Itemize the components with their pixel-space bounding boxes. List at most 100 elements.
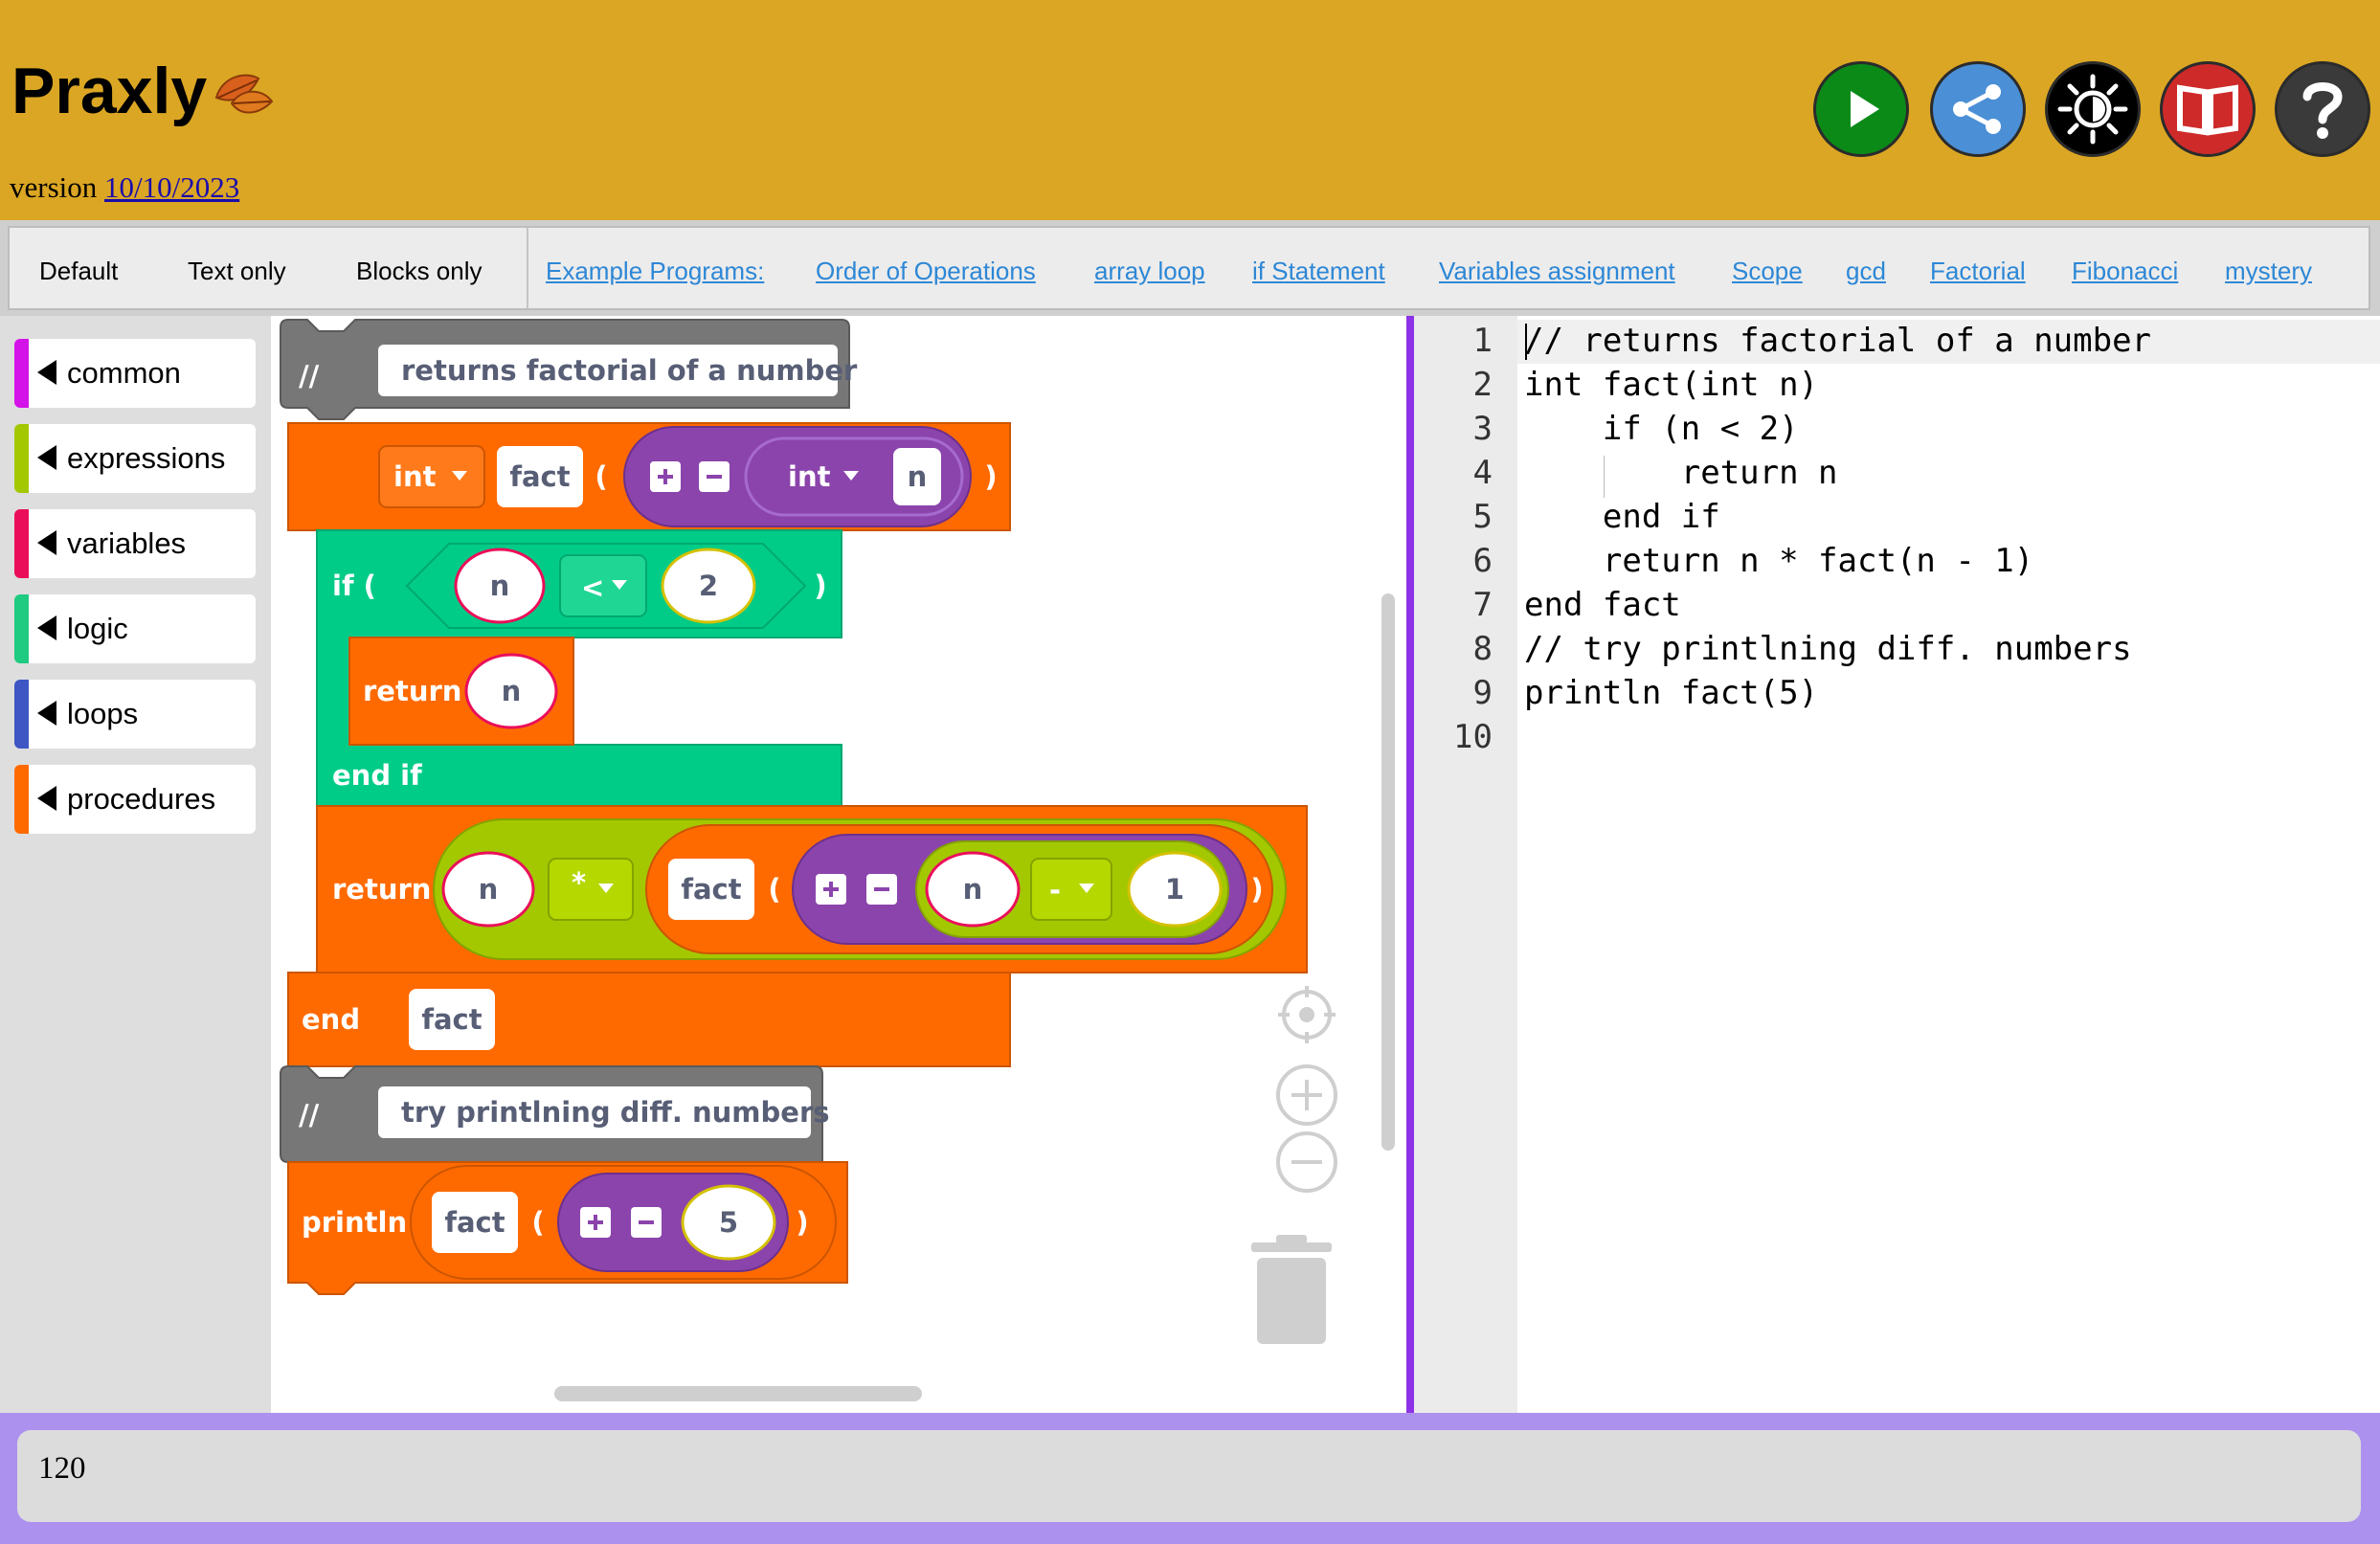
if-label: if ( <box>332 570 376 602</box>
toolbox-category-expressions[interactable]: expressions <box>14 424 256 493</box>
example-array-loop[interactable]: array loop <box>1094 257 1205 285</box>
example-factorial[interactable]: Factorial <box>1930 257 2026 285</box>
toolbox-category-variables[interactable]: variables <box>14 509 256 578</box>
example-mystery[interactable]: mystery <box>2225 257 2312 285</box>
share-button[interactable] <box>1930 61 2026 157</box>
category-color-bar <box>14 594 29 663</box>
variable-block[interactable] <box>454 548 546 624</box>
mode-default-button[interactable]: Default <box>39 257 119 285</box>
comment-block-2[interactable]: // try printlning diff. numbers <box>280 1065 830 1175</box>
category-color-bar <box>14 339 29 408</box>
example-variables-assignment[interactable]: Variables assignment <box>1439 257 1675 285</box>
example-gcd[interactable]: gcd <box>1846 257 1886 285</box>
end-if-label: end if <box>332 759 422 792</box>
variable-block[interactable] <box>441 851 535 928</box>
block-toolbox: common expressions variables logic loops… <box>0 316 271 1413</box>
category-label: procedures <box>67 782 216 816</box>
code-line[interactable]: end if <box>1524 498 1720 536</box>
trash-icon[interactable] <box>1251 1235 1332 1344</box>
mode-text-only-button[interactable]: Text only <box>188 257 286 285</box>
category-color-bar <box>14 680 29 749</box>
dropdown-arrow-icon <box>598 884 614 893</box>
theme-button[interactable] <box>2045 61 2141 157</box>
procedure-block[interactable]: int fact ( int n ) <box>287 422 1011 531</box>
variable-block[interactable] <box>464 653 558 729</box>
procedure-end[interactable]: end fact <box>287 972 1011 1067</box>
return-block[interactable]: return n <box>348 637 574 746</box>
code-line[interactable]: // try printlning diff. numbers <box>1524 630 2132 668</box>
plus-icon[interactable] <box>580 1207 611 1238</box>
operator-dropdown[interactable] <box>1030 858 1112 921</box>
code-line[interactable]: return n * fact(n - 1) <box>1524 542 2034 580</box>
toolbox-category-loops[interactable]: loops <box>14 680 256 749</box>
code-line[interactable]: return n <box>1524 454 1838 492</box>
panel-divider[interactable] <box>1406 316 1414 1413</box>
manual-button[interactable] <box>2160 61 2256 157</box>
code-line[interactable]: // returns factorial of a number <box>1524 322 2152 360</box>
example-order-of-operations[interactable]: Order of Operations <box>816 257 1036 285</box>
leaf-icon <box>214 74 274 114</box>
code-line[interactable]: if (n < 2) <box>1524 410 1799 448</box>
code-line[interactable]: println fact(5) <box>1524 674 1819 712</box>
variable-block[interactable] <box>925 851 1021 928</box>
run-button[interactable] <box>1813 61 1909 157</box>
blocks-workspace[interactable]: // returns factorial of a number int fac… <box>271 316 1406 1413</box>
literal-block[interactable] <box>661 548 756 624</box>
literal-block[interactable] <box>681 1184 776 1261</box>
horizontal-scrollbar[interactable] <box>554 1386 922 1401</box>
example-if-statement[interactable]: if Statement <box>1252 257 1385 285</box>
dropdown-arrow-icon <box>843 471 859 481</box>
println-block[interactable]: println fact ( 5 ) <box>287 1161 848 1295</box>
vertical-scrollbar[interactable] <box>1381 593 1395 1151</box>
multiply-var: n <box>479 873 499 906</box>
println-arg: 5 <box>719 1206 738 1239</box>
toolbox-category-logic[interactable]: logic <box>14 594 256 663</box>
category-label: variables <box>67 526 187 560</box>
end-name: fact <box>421 1003 482 1036</box>
target-icon[interactable] <box>1278 986 1336 1043</box>
plus-circle-icon[interactable] <box>1276 1064 1337 1126</box>
plus-icon[interactable] <box>816 874 846 905</box>
operator-dropdown[interactable] <box>559 554 647 617</box>
comment-text-field[interactable] <box>378 345 838 396</box>
open-paren: ( <box>531 1206 544 1239</box>
procedure-name-field[interactable] <box>497 446 583 507</box>
line-number: 4 <box>1472 454 1493 492</box>
comment-block-1[interactable]: // returns factorial of a number <box>280 319 858 420</box>
minus-icon[interactable] <box>631 1207 662 1238</box>
comment-text-field[interactable] <box>378 1086 811 1138</box>
return-type-dropdown[interactable] <box>378 445 485 508</box>
example-fibonacci[interactable]: Fibonacci <box>2072 257 2179 285</box>
param-name-field[interactable] <box>893 448 941 505</box>
call-name-field[interactable] <box>668 859 754 920</box>
call-name: fact <box>681 873 741 906</box>
collapse-arrow-icon <box>37 360 56 385</box>
toolbox-category-common[interactable]: common <box>14 339 256 408</box>
example-scope[interactable]: Scope <box>1732 257 1803 285</box>
call-name-field[interactable] <box>432 1192 518 1253</box>
end-name-field[interactable] <box>409 989 495 1050</box>
code-line[interactable]: end fact <box>1524 586 1681 624</box>
minus-icon[interactable] <box>866 874 897 905</box>
output-area: 120 <box>0 1413 2380 1544</box>
minus-circle-icon[interactable] <box>1276 1131 1337 1193</box>
example-programs-label[interactable]: Example Programs: <box>546 257 765 285</box>
open-paren: ( <box>768 873 780 906</box>
code-line[interactable]: int fact(int n) <box>1524 366 1819 404</box>
code-editor[interactable]: 1 2 3 4 5 6 7 8 9 10 // returns factoria… <box>1414 316 2380 1413</box>
if-block[interactable]: if ( n < 2 ) end if <box>316 529 842 807</box>
toolbox-category-procedures[interactable]: procedures <box>14 765 256 834</box>
literal-block[interactable] <box>1127 851 1223 928</box>
plus-icon[interactable] <box>650 461 681 492</box>
line-number-gutter <box>1414 316 1517 1413</box>
minus-icon[interactable] <box>699 461 730 492</box>
operator-dropdown[interactable] <box>548 858 634 921</box>
mode-blocks-only-button[interactable]: Blocks only <box>356 257 483 285</box>
blocks-canvas[interactable]: // returns factorial of a number int fac… <box>271 316 1406 1413</box>
header: Praxly version 10/10/2023 <box>0 0 2380 220</box>
version-link[interactable]: 10/10/2023 <box>104 170 240 204</box>
return-recursive-block[interactable]: return n * fact ( n - 1 ) <box>316 805 1308 973</box>
help-button[interactable] <box>2275 61 2370 157</box>
subtract-op: - <box>1049 874 1061 906</box>
subtract-var: n <box>963 873 983 906</box>
